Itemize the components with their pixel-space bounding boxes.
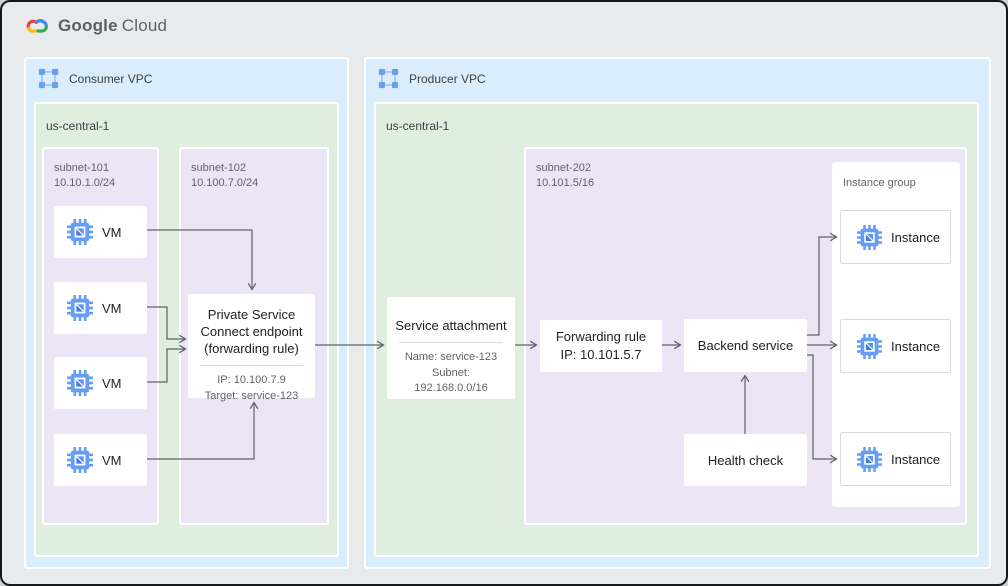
- instance-icon: [857, 446, 882, 472]
- service-attachment-name: Name: service-123: [404, 351, 498, 364]
- vm-icon: [67, 295, 93, 321]
- vm-box: VM: [54, 206, 147, 258]
- backend-service-label: Backend service: [697, 338, 794, 353]
- vm-box: VM: [54, 434, 147, 486]
- health-check-label: Health check: [707, 452, 784, 468]
- forwarding-rule-box: Forwarding rule IP: 10.101.5.7: [540, 320, 662, 372]
- instance-icon: [857, 333, 882, 359]
- subnet-202-label: subnet-202 10.101.5/16: [536, 162, 595, 189]
- service-attachment-subnet-cidr: 192.168.0.0/16: [414, 381, 488, 394]
- subnet-101-label: subnet-101 10.10.1.0/24: [54, 162, 116, 189]
- psc-endpoint-box: Private Service Connect endpoint (forwar…: [188, 294, 315, 402]
- vm-icon: [67, 370, 93, 396]
- instance-label: Instance: [891, 229, 941, 245]
- vm-label: VM: [102, 300, 122, 316]
- divider: [200, 365, 303, 367]
- instance-icon: [857, 224, 882, 250]
- consumer-vpc-label: Consumer VPC: [69, 71, 153, 86]
- instance-label: Instance: [891, 451, 941, 467]
- google-cloud-icon: [24, 16, 50, 36]
- instance-box: Instance: [840, 319, 951, 373]
- producer-vpc-label: Producer VPC: [409, 71, 486, 86]
- vm-label: VM: [102, 224, 122, 240]
- producer-region-label: us-central-1: [386, 119, 450, 133]
- subnet-102-label: subnet-102 10.100.7.0/24: [191, 162, 259, 189]
- psc-endpoint-ip: IP: 10.100.7.9: [217, 374, 286, 387]
- psc-endpoint-title: Private Service Connect endpoint (forwar…: [200, 307, 303, 357]
- vm-box: VM: [54, 282, 147, 334]
- vpc-icon: [38, 68, 59, 89]
- consumer-region-label: us-central-1: [46, 119, 110, 133]
- forwarding-rule-line1: Forwarding rule: [555, 329, 647, 345]
- psc-endpoint-target: Target: service-123: [204, 389, 299, 402]
- instance-label: Instance: [891, 338, 941, 354]
- divider: [399, 342, 503, 344]
- vm-icon: [67, 219, 93, 245]
- instance-box: Instance: [840, 210, 951, 264]
- vpc-icon: [378, 68, 399, 89]
- backend-service-box: Backend service: [684, 319, 807, 372]
- vm-box: VM: [54, 357, 147, 409]
- vm-label: VM: [102, 375, 122, 391]
- forwarding-rule-line2: IP: 10.101.5.7: [560, 347, 642, 362]
- service-attachment-box: Service attachment Name: service-123 Sub…: [387, 297, 515, 399]
- service-attachment-subnet-label: Subnet:: [432, 366, 470, 379]
- health-check-box: Health check: [684, 434, 807, 486]
- instance-group-label: Instance group: [843, 177, 916, 189]
- vm-icon: [67, 447, 93, 473]
- vm-label: VM: [102, 452, 122, 468]
- instance-box: Instance: [840, 432, 951, 486]
- service-attachment-title: Service attachment: [395, 318, 507, 333]
